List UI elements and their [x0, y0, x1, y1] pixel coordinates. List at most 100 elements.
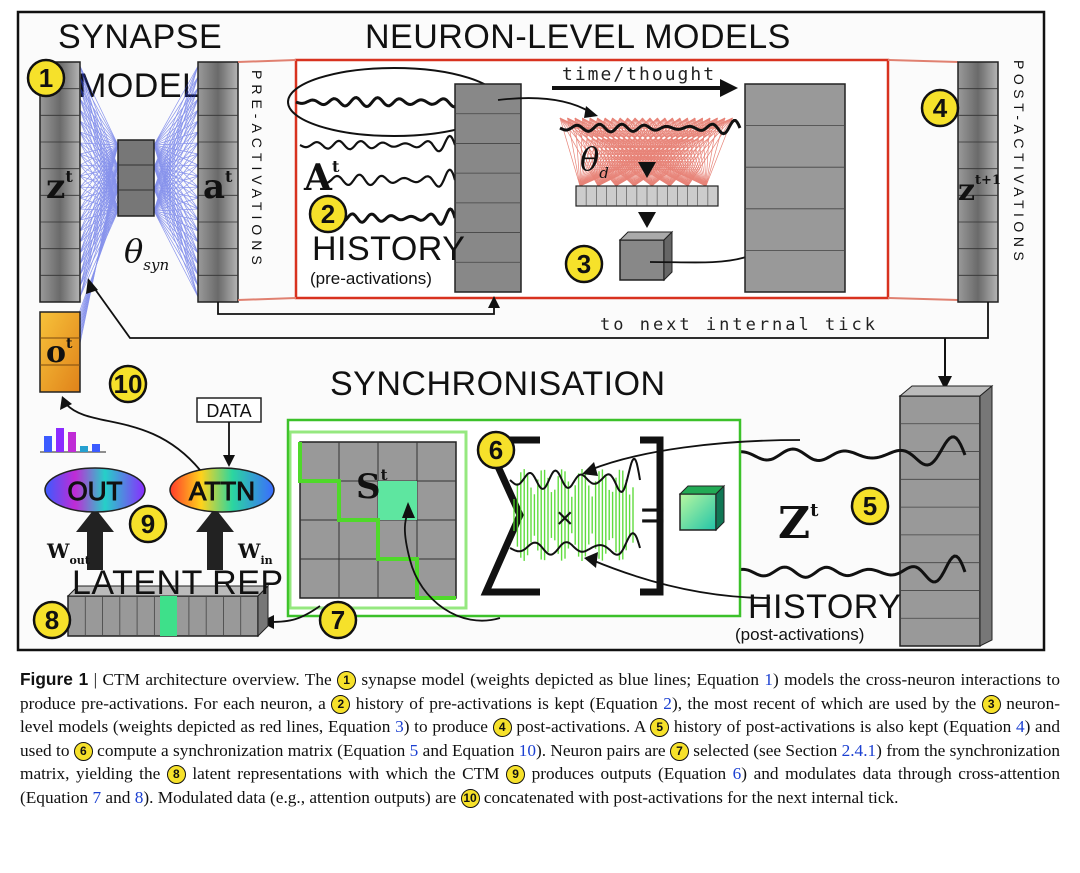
z-t1-symbol: zt+1 — [958, 173, 1001, 208]
a-t-column: at — [197, 61, 239, 303]
caption-separator: | — [88, 670, 103, 689]
a-t-symbol: at — [203, 167, 233, 207]
badge-4-label: 4 — [933, 93, 948, 123]
badge-5-label: 5 — [863, 491, 877, 521]
pre-activations-label: PRE-ACTIVATIONS — [249, 70, 265, 270]
heading-neuron-level-models: NEURON-LEVEL MODELS — [365, 18, 791, 56]
caption-badge-10: 10 — [460, 788, 480, 808]
caption-text: selected (see Section — [688, 740, 842, 760]
badge-2 — [308, 194, 348, 234]
heading-synchronisation: SYNCHRONISATION — [330, 365, 666, 403]
badge-10 — [108, 364, 148, 404]
z-t-column: zt — [39, 61, 81, 303]
neuron-hidden-layer — [575, 185, 719, 207]
time-thought-label: time/thought — [562, 64, 716, 85]
equation-ref-link[interactable]: 2 — [663, 693, 672, 713]
caption-text: ) to produce — [403, 717, 493, 736]
S-t-symbol: St — [356, 466, 388, 507]
post-history-wave-top — [699, 435, 967, 467]
caption-badge-5: 5 — [650, 718, 670, 737]
badge-6-label: 6 — [489, 435, 503, 465]
badge-5 — [850, 486, 890, 526]
z-t1-column: zt+1 — [957, 61, 1001, 303]
badge-4 — [920, 88, 960, 128]
caption-text: history of pre-activations is kept (Equa… — [350, 693, 664, 713]
equation-ref-link[interactable]: 10 — [518, 740, 536, 760]
caption-badge-8: 8 — [166, 765, 186, 784]
arrow-down-2 — [638, 212, 656, 228]
caption-text: synapse model (weights depicted as blue … — [356, 670, 765, 689]
equation-ref-link[interactable]: 6 — [732, 764, 742, 783]
w-in-arrow: Win — [196, 508, 273, 570]
badge-1 — [26, 58, 66, 98]
time-arrow — [552, 79, 738, 97]
badge-9-label: 9 — [141, 509, 155, 539]
caption-text: ) and used to — [20, 717, 1060, 760]
o-t-symbol: ot — [46, 335, 73, 370]
post-history-wave-bottom — [709, 554, 967, 584]
badge-3-label: 3 — [577, 249, 591, 279]
out-label: OUT — [68, 476, 123, 506]
section-ref-link[interactable]: 2.4.1 — [841, 740, 877, 760]
synapse-weight-lines — [69, 65, 199, 393]
caption-text: ). Modulated data (e.g., attention outpu… — [143, 787, 461, 807]
equation-ref-link[interactable]: 8 — [134, 787, 144, 807]
equation-ref-link[interactable]: 5 — [409, 740, 419, 760]
caption-text: neuron-level models (weights depicted as… — [20, 693, 1060, 737]
right-bracket — [640, 436, 664, 596]
caption-text: produces outputs (Equation — [525, 764, 733, 783]
history-pre-activations-sublabel: (pre-activations) — [310, 269, 432, 288]
arrow-a-to-history — [217, 302, 495, 315]
times-symbol: × — [556, 502, 574, 535]
theta-syn-symbol: θsyn — [124, 232, 169, 274]
data-label: DATA — [206, 401, 251, 421]
equation-ref-link[interactable]: 3 — [395, 717, 404, 736]
badge-7 — [318, 600, 358, 640]
caption-text: CTM architecture overview. The — [102, 670, 338, 689]
arrow-selection-to-latent — [269, 605, 321, 623]
sync-result-cube — [678, 484, 726, 532]
sync-matrix: St — [288, 430, 468, 610]
output-bar-chart-icon — [40, 428, 106, 453]
latent-representation — [66, 584, 270, 638]
attn-label: ATTN — [189, 476, 255, 506]
post-activations-label: POST-ACTIVATIONS — [1011, 60, 1027, 265]
neuron-output-cube — [618, 230, 674, 282]
theta-d-symbol: θd — [580, 140, 609, 182]
caption-text: concatenated with post-activations for t… — [479, 787, 899, 807]
arrow-next-tick-loop — [91, 284, 989, 339]
caption-text: history of post-activations is also kept… — [669, 717, 1016, 736]
caption-badge-4: 4 — [492, 718, 512, 737]
badge-3 — [564, 244, 604, 284]
o-t-output-block: ot — [39, 311, 81, 393]
equation-ref-link[interactable]: 1 — [764, 670, 774, 689]
recent-history-wave — [559, 119, 742, 136]
sync-computation: × = — [480, 436, 726, 596]
history-post-activations-sublabel: (post-activations) — [735, 625, 864, 644]
w-out-symbol: Wout — [46, 539, 91, 567]
arrow-post-to-sync-bottom — [591, 559, 771, 599]
caption-text: ), the most recent of which are used by … — [671, 693, 982, 713]
caption-badge-7: 7 — [669, 741, 689, 761]
equation-ref-link[interactable]: 7 — [92, 787, 102, 807]
equals-symbol: = — [640, 491, 666, 540]
caption-badge-2: 2 — [331, 694, 351, 714]
A-t-symbol: At — [303, 157, 340, 199]
heading-synapse: SYNAPSE — [58, 18, 222, 56]
caption-text: latent representations with which the CT… — [185, 764, 507, 783]
arrow-history-to-theta — [497, 97, 591, 113]
z-t-symbol: zt — [46, 167, 73, 207]
caption-badge-3: 3 — [981, 694, 1001, 714]
equation-ref-link[interactable]: 4 — [1015, 717, 1025, 736]
post-activation-history-block-top — [744, 83, 846, 293]
to-next-internal-tick-label: to next internal tick — [600, 315, 878, 335]
caption-text: and Equation — [418, 740, 519, 760]
badge-9 — [128, 504, 168, 544]
figure-caption: Figure 1 | CTM architecture overview. Th… — [20, 668, 1060, 809]
badge-8 — [32, 600, 72, 640]
badge-10-label: 10 — [114, 369, 143, 399]
caption-text: ) and modulates data through cross-atten… — [20, 764, 1061, 807]
caption-text: ) models the cross-neuron interactions t… — [20, 670, 1060, 713]
data-box: DATA — [196, 397, 262, 423]
